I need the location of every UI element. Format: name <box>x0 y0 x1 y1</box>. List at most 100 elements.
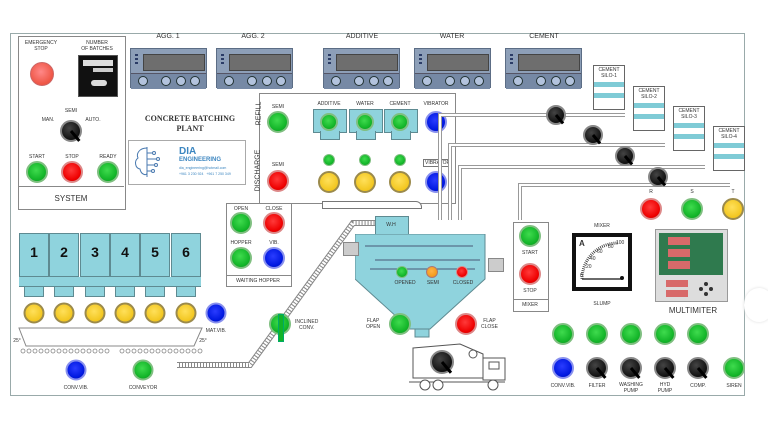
meter-key-set-icon[interactable] <box>513 76 523 86</box>
system-stop-button[interactable] <box>61 161 83 183</box>
semi-label: SEMI <box>426 280 440 286</box>
additive-tank-outlet <box>320 131 340 140</box>
discharge-semi-button[interactable] <box>267 170 289 192</box>
mode-selector-knob[interactable] <box>60 120 82 142</box>
siren-button[interactable] <box>723 357 745 379</box>
batch-counter[interactable] <box>78 55 118 97</box>
meter-key-set-icon[interactable] <box>224 76 234 86</box>
conveyor-button[interactable] <box>132 359 154 381</box>
cement-silo-4: CEMENT SILO-4 <box>713 126 745 171</box>
bin-5-gate-button[interactable] <box>144 302 166 324</box>
conv-vib-left-button[interactable] <box>65 359 87 381</box>
multimeter-key-icon[interactable] <box>699 287 703 291</box>
conv-vib-right-button[interactable] <box>552 357 574 379</box>
meter-key-enter-icon[interactable] <box>536 76 546 86</box>
weigh-meter-cement[interactable] <box>505 48 582 89</box>
refill-cement-button[interactable] <box>391 113 409 131</box>
meter-key-up-icon[interactable] <box>551 76 561 86</box>
meter-key-set-icon[interactable] <box>138 76 148 86</box>
wh-hopper-label: HOPPER <box>230 240 252 246</box>
aggregate-bin-5: 5 <box>140 233 170 277</box>
mat-vib-button[interactable] <box>205 302 227 324</box>
dosing-collector-pipe <box>322 201 422 209</box>
wh-hopper-button[interactable] <box>230 247 252 269</box>
meter-key-enter-icon[interactable] <box>445 76 455 86</box>
cement-pipes <box>438 113 730 220</box>
discharge-additive-button[interactable] <box>318 171 340 193</box>
meter-key-down-icon[interactable] <box>565 76 575 86</box>
ammeter-tick-20: 20 <box>586 264 592 270</box>
mode-auto-label: AUTO. <box>85 117 101 123</box>
meter-key-down-icon[interactable] <box>276 76 286 86</box>
siren-label: SIREN <box>726 383 742 389</box>
opened-label: OPENED <box>394 280 416 286</box>
bin-6-gate-button[interactable] <box>175 302 197 324</box>
multimeter-key-icon[interactable] <box>704 282 708 286</box>
meter-key-up-icon[interactable] <box>262 76 272 86</box>
comp-label: COMP. <box>690 383 706 389</box>
discharge-label: DISCHARGE <box>254 149 262 192</box>
mixer-stop-label: STOP <box>523 288 537 294</box>
logo-email: dia_engineering@hotmail.com <box>179 166 227 170</box>
silo-4-selector-knob[interactable] <box>648 167 668 187</box>
bin-3-gate-button[interactable] <box>84 302 106 324</box>
meter-key-down-icon[interactable] <box>474 76 484 86</box>
silo-1-selector-knob[interactable] <box>546 105 566 125</box>
meter-key-enter-icon[interactable] <box>161 76 171 86</box>
refill-additive-button[interactable] <box>320 113 338 131</box>
meter-key-enter-icon[interactable] <box>247 76 257 86</box>
flap-close-button[interactable] <box>455 313 477 335</box>
refill-water-button[interactable] <box>356 113 374 131</box>
refill-semi-button[interactable] <box>267 111 289 133</box>
aux-lamp-5 <box>687 323 709 345</box>
meter-label-water: WATER <box>439 33 465 40</box>
flap-open-button[interactable] <box>389 313 411 335</box>
washing-pump-selector-knob[interactable] <box>620 357 642 379</box>
emergency-stop-button[interactable] <box>30 62 54 86</box>
meter-key-enter-icon[interactable] <box>354 76 364 86</box>
scroll-handle[interactable] <box>744 288 768 322</box>
weigh-meter-additive[interactable] <box>323 48 400 89</box>
weigh-meter-water[interactable] <box>414 48 491 89</box>
silo-2-selector-knob[interactable] <box>583 125 603 145</box>
weigh-meter-agg1[interactable] <box>130 48 207 89</box>
mode-man-label: MAN. <box>41 117 55 123</box>
bin-1-gate-button[interactable] <box>23 302 45 324</box>
meter-screen <box>427 54 489 71</box>
meter-key-up-icon[interactable] <box>369 76 379 86</box>
discharge-cement-button[interactable] <box>389 171 411 193</box>
cement-valve-indicator <box>394 154 406 166</box>
discharge-water-button[interactable] <box>354 171 376 193</box>
mixer-gate-closed-lamp <box>456 266 468 278</box>
bin-2-gate-button[interactable] <box>53 302 75 324</box>
system-ready-button[interactable] <box>97 161 119 183</box>
system-start-button[interactable] <box>26 161 48 183</box>
mixer-stop-button[interactable] <box>519 263 541 285</box>
wh-close-button[interactable] <box>263 212 285 234</box>
ready-label: READY <box>99 154 117 160</box>
meter-key-down-icon[interactable] <box>190 76 200 86</box>
weigh-meter-agg2[interactable] <box>216 48 293 89</box>
aux-lamp-3 <box>620 323 642 345</box>
comp-selector-knob[interactable] <box>687 357 709 379</box>
multimeter-key-icon[interactable] <box>709 287 713 291</box>
meter-key-set-icon[interactable] <box>331 76 341 86</box>
meter-key-set-icon[interactable] <box>422 76 432 86</box>
meter-key-up-icon[interactable] <box>460 76 470 86</box>
multimeter-key-icon[interactable] <box>704 292 708 296</box>
mode-semi-label: SEMI <box>64 108 78 114</box>
logo-box: DIA ENGINEERING dia_engineering@hotmail.… <box>128 140 246 185</box>
filter-selector-knob[interactable] <box>586 357 608 379</box>
wh-vib-button[interactable] <box>263 247 285 269</box>
waiting-hopper-divider <box>226 275 291 276</box>
wh-open-button[interactable] <box>230 212 252 234</box>
meter-key-down-icon[interactable] <box>383 76 393 86</box>
bin-4-gate-button[interactable] <box>114 302 136 324</box>
truck-drum-selector-knob[interactable] <box>430 350 454 374</box>
mixer-start-button[interactable] <box>519 225 541 247</box>
waiting-hopper-title: WAITING HOPPER <box>236 278 280 284</box>
additive-valve-indicator <box>323 154 335 166</box>
silo-3-selector-knob[interactable] <box>615 146 635 166</box>
meter-key-up-icon[interactable] <box>176 76 186 86</box>
hyd-pump-selector-knob[interactable] <box>654 357 676 379</box>
